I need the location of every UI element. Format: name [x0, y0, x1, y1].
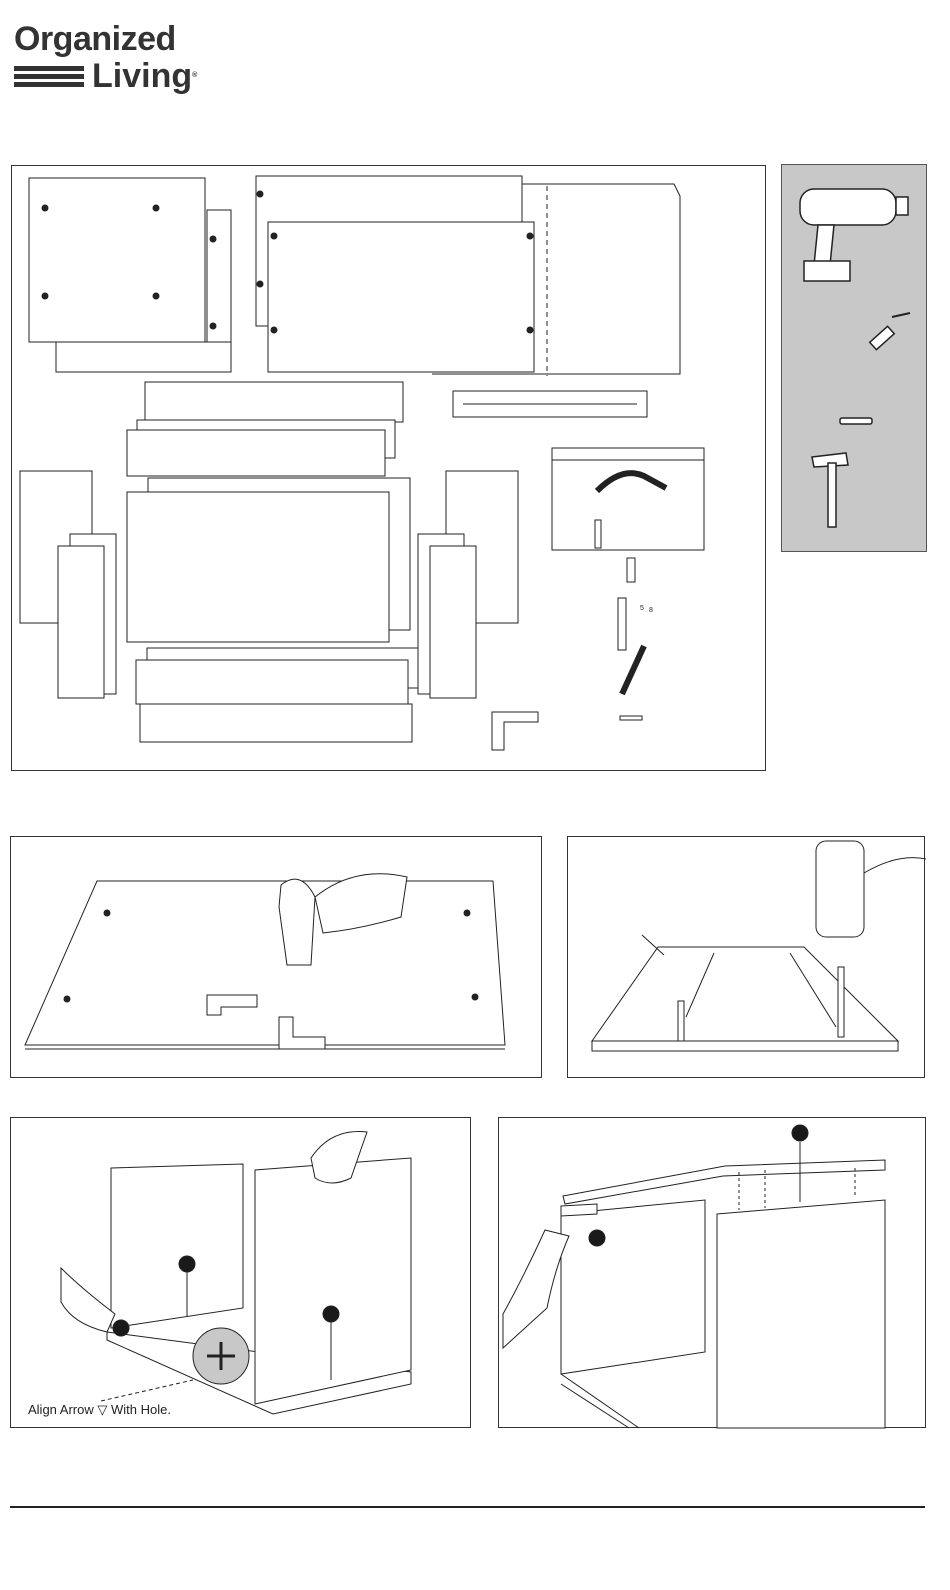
- drawer-front: [127, 492, 389, 642]
- nail-icon: [620, 716, 642, 720]
- step-1-diagram: [11, 837, 543, 1079]
- brand-line2: Living®: [92, 57, 197, 95]
- cabinet-side-left: [561, 1200, 705, 1374]
- step-3-diagram: [11, 1118, 472, 1429]
- step-2-diagram: [568, 837, 926, 1079]
- cabinet-top: [563, 1160, 885, 1204]
- cabinet-side-left: [111, 1164, 243, 1328]
- small-mark-b: 8: [649, 607, 653, 614]
- bottom-strip-a: [56, 342, 231, 372]
- drawer-side-left-c: [58, 546, 104, 698]
- step-panel-3: [10, 1117, 471, 1428]
- screw-long-icon: [618, 598, 626, 650]
- drawer-bottom-3: [140, 704, 412, 742]
- cabinet-side-right: [717, 1200, 885, 1428]
- drawer-bottom-2: [136, 660, 408, 704]
- screwdriver-icon: [870, 313, 910, 350]
- tools-panel: [781, 164, 927, 552]
- drawer-side: [127, 430, 385, 476]
- step-marker-b: [323, 1306, 339, 1322]
- brand-trademark: ®: [192, 72, 197, 79]
- hand-icon-2: [61, 1268, 115, 1332]
- arrow-icon: [642, 935, 664, 955]
- step-marker-a: [179, 1256, 195, 1272]
- hand-icon: [503, 1230, 569, 1348]
- screw-dowel-icon: [622, 646, 644, 694]
- drawer-side-right-c: [430, 546, 476, 698]
- parts-diagram: 5 8: [12, 166, 767, 772]
- small-mark-a: 5: [640, 605, 644, 612]
- step-4-diagram: [499, 1118, 927, 1429]
- caption-before: Align Arrow: [28, 1402, 94, 1417]
- screw-icon-2: [838, 967, 844, 1037]
- hammer-icon: [812, 453, 848, 527]
- step-panel-1: [10, 836, 542, 1078]
- bracket-icon: [561, 1204, 597, 1216]
- brand-line1: Organized: [14, 20, 176, 58]
- cabinet-panel: [592, 947, 898, 1041]
- l-bracket-icon: [492, 712, 538, 750]
- step-marker-d: [792, 1125, 808, 1141]
- tools-diagram: [782, 165, 928, 553]
- bottom-panel: [268, 222, 534, 372]
- brand-bars-icon: [14, 66, 84, 90]
- bit-icon: [840, 418, 872, 424]
- drill-icon: [800, 189, 908, 281]
- side-panel-a: [29, 178, 205, 342]
- brand-line2-text: Living: [92, 57, 192, 95]
- screw-icon: [678, 1001, 684, 1041]
- drill-icon: [816, 841, 864, 937]
- step-panel-2: [567, 836, 925, 1078]
- step-marker-c: [113, 1320, 129, 1336]
- brand-logo: Organized Living®: [14, 20, 214, 100]
- caption-after: With Hole.: [111, 1402, 171, 1417]
- handle-screw-icon: [595, 520, 601, 548]
- bottom-rule: [10, 1506, 925, 1508]
- parts-panel: 5 8: [11, 165, 766, 771]
- drawer-back-1: [145, 382, 403, 422]
- cabinet-side-panel: [25, 881, 505, 1045]
- cabinet-side-right: [255, 1158, 411, 1404]
- step-marker-e: [589, 1230, 605, 1246]
- align-caption: Align Arrow ▽ With Hole.: [28, 1402, 171, 1418]
- handle-box: [552, 448, 704, 550]
- arrow-glyph-icon: ▽: [97, 1402, 107, 1417]
- screw-small-icon: [627, 558, 635, 582]
- step-panel-4: [498, 1117, 926, 1428]
